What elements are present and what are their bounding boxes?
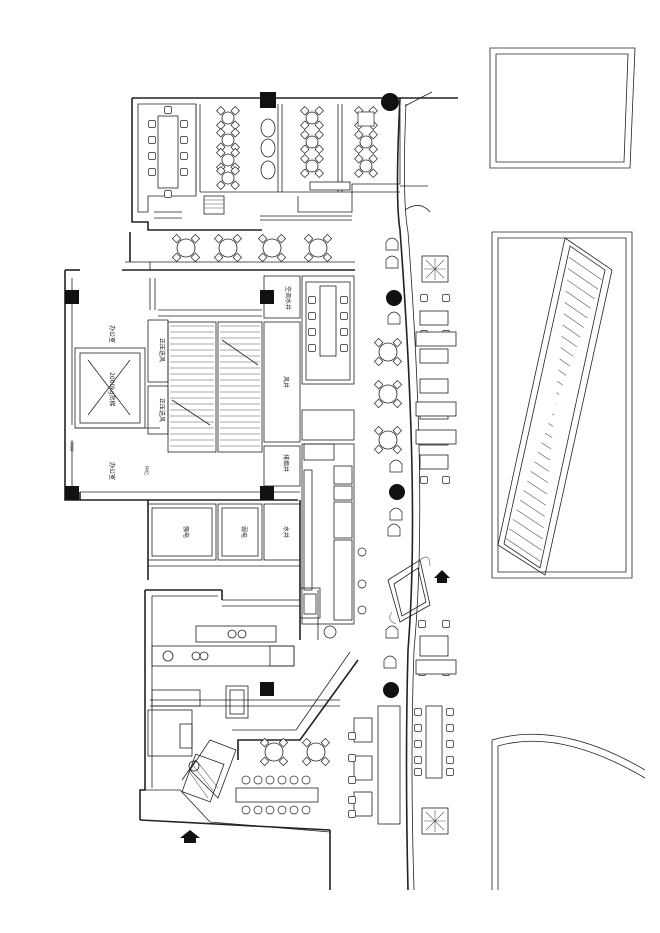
label-elevator: 2000kg货梯 [108, 372, 116, 407]
entrance-vestibule [387, 556, 431, 625]
round-table [216, 166, 240, 190]
stool [277, 775, 287, 785]
label-weak-elec: 弱电 [240, 526, 248, 538]
rect-table [419, 378, 449, 394]
label-water-well: 水井 [282, 526, 290, 538]
small-stair [203, 195, 225, 215]
stool [241, 805, 251, 815]
label-fm-b: FM乙 [144, 466, 150, 476]
label-office-bottom: 办公室 [108, 462, 116, 480]
round-table [303, 233, 333, 263]
stool [289, 805, 299, 815]
rect-table [419, 635, 449, 657]
curved-facade [396, 91, 433, 891]
stool [357, 605, 367, 615]
round-table [300, 106, 324, 130]
rect-table [415, 659, 457, 675]
stool [289, 775, 299, 785]
label-air-duct: 空调水井 [284, 286, 292, 310]
round-table [373, 337, 403, 367]
round-table [259, 737, 289, 767]
stool [253, 775, 263, 785]
rect-table [419, 454, 449, 470]
stool [253, 805, 263, 815]
room-labels: 办公室 办公室 2000kg货梯 正压送风 正压送风 空调水井 风井 排烟井 强… [69, 286, 292, 538]
round-table [257, 233, 287, 263]
round-table [373, 379, 403, 409]
stool [241, 775, 251, 785]
round-table [354, 154, 378, 178]
stool [357, 547, 367, 557]
label-air-b: 正压送风 [158, 398, 166, 422]
plant-icon [181, 255, 449, 835]
rect-table [419, 310, 449, 326]
external-building-outlines [489, 47, 646, 890]
main-walls [64, 97, 458, 890]
label-smoke: 排烟井 [282, 454, 290, 472]
entrance-arrow-icon [180, 570, 450, 843]
label-strong-elec: 强电 [182, 526, 190, 538]
round-table [216, 106, 240, 130]
round-table [300, 154, 324, 178]
label-air-a: 正压送风 [158, 338, 166, 362]
escalator [497, 237, 613, 576]
stool [301, 805, 311, 815]
rect-table [414, 705, 454, 779]
structural-columns [65, 92, 405, 698]
rect-table [235, 787, 319, 803]
stool [265, 775, 275, 785]
round-table [300, 130, 324, 154]
round-table [301, 737, 331, 767]
round-table [354, 130, 378, 154]
round-table [373, 425, 403, 455]
stool [357, 579, 367, 589]
rect-table [419, 348, 449, 364]
rect-table [308, 285, 348, 357]
stool [277, 805, 287, 815]
dining-furniture [148, 106, 457, 825]
round-table [213, 233, 243, 263]
label-office-top: 办公室 [108, 325, 116, 343]
rect-table [148, 106, 188, 198]
stool [301, 775, 311, 785]
stool [265, 805, 275, 815]
round-table [216, 128, 240, 152]
label-fm-a: FM甲 [69, 442, 74, 452]
round-table [171, 233, 201, 263]
label-wind-duct: 风井 [282, 376, 290, 388]
